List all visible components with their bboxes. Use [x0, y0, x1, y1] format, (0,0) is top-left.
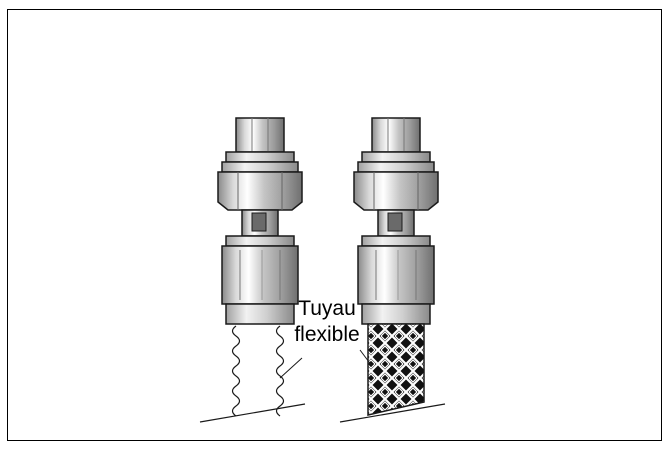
right-hose-braid	[367, 323, 425, 416]
right-ground-line	[339, 403, 446, 423]
hose-label: Tuyau flexible	[282, 296, 372, 348]
diagram-frame	[7, 9, 662, 441]
hose-label-line1: Tuyau	[298, 297, 356, 320]
right-fitting	[353, 117, 439, 325]
left-fitting	[217, 117, 303, 325]
hose-label-line2: flexible	[294, 323, 360, 346]
left-ground-line	[199, 403, 306, 423]
leader-line-right	[359, 349, 373, 367]
leader-line-left	[279, 357, 303, 379]
left-hose-coils	[231, 325, 285, 417]
